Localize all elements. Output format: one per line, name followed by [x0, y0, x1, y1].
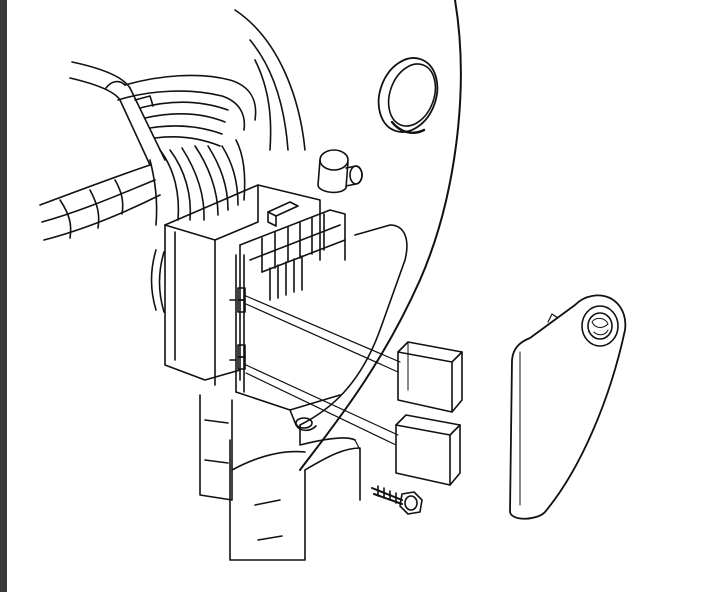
mounting-bolt	[372, 486, 422, 514]
retaining-stud	[318, 150, 362, 192]
scan-edge-border	[0, 0, 7, 592]
mounting-bracket	[200, 395, 316, 500]
leader-lines	[246, 296, 400, 450]
junction-block	[165, 185, 345, 410]
plug-grommet	[369, 50, 448, 141]
lower-relay	[396, 415, 460, 485]
access-cover	[510, 295, 625, 518]
wiring-harness	[40, 62, 256, 312]
interior-panel	[230, 0, 461, 560]
upper-relay	[398, 342, 462, 412]
